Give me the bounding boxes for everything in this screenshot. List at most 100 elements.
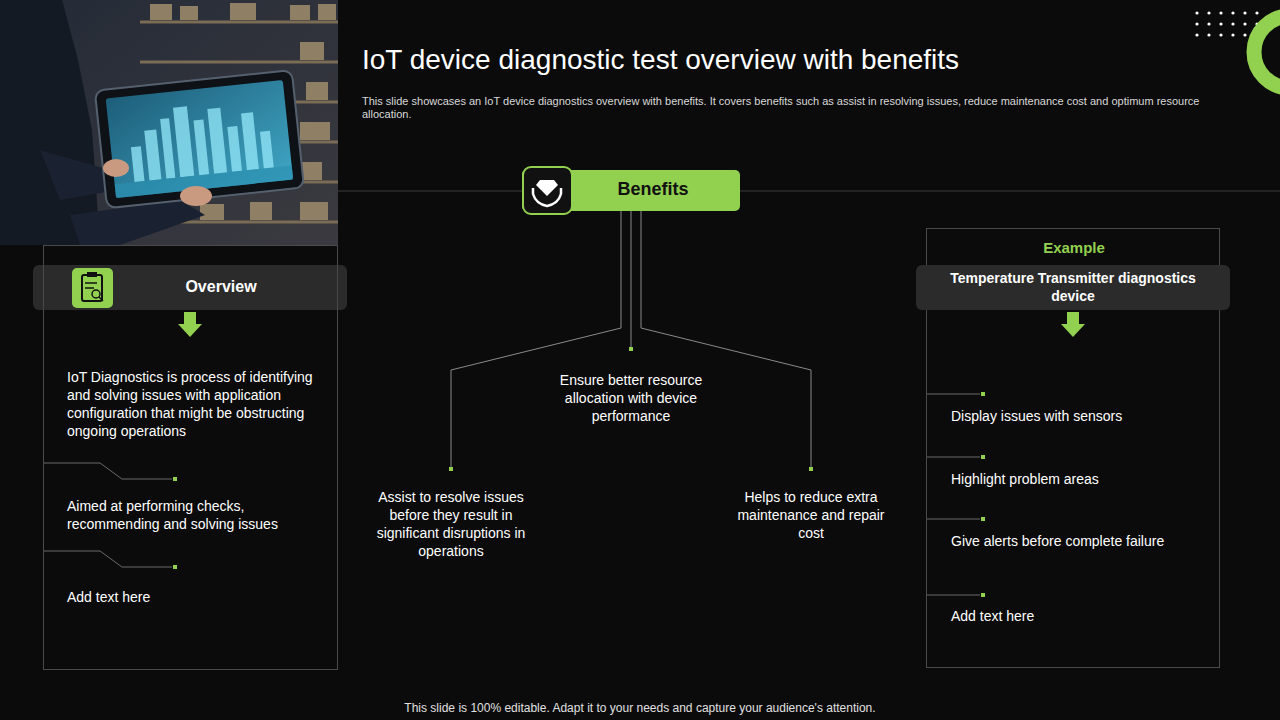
tablet xyxy=(106,80,293,198)
dot-grid xyxy=(1243,11,1246,14)
leader-dot xyxy=(173,477,177,481)
slide-description: This slide showcases an IoT device diagn… xyxy=(362,95,1242,121)
benefits-icon xyxy=(560,188,563,194)
dot-grid xyxy=(1195,33,1198,36)
shelf-boxes xyxy=(290,5,310,20)
heading-band: Overview xyxy=(33,265,347,310)
shelf-boxes xyxy=(300,42,324,60)
dot-grid xyxy=(1243,22,1246,25)
leader-dot xyxy=(981,455,985,459)
down-arrow xyxy=(1067,312,1079,324)
shelf-boxes xyxy=(150,4,172,20)
dot-grid xyxy=(1231,22,1234,25)
leader-line xyxy=(43,551,172,567)
leader-dot xyxy=(981,517,985,521)
connector-dot xyxy=(449,467,453,471)
shelf-boxes xyxy=(300,122,330,140)
tablet xyxy=(131,146,145,182)
photo-ground xyxy=(0,0,338,245)
hand xyxy=(180,186,212,206)
dot-grid xyxy=(1207,22,1210,25)
leader-line xyxy=(926,595,980,596)
panel-text: IoT Diagnostics is process of identifyin… xyxy=(67,368,325,440)
connector-line xyxy=(451,211,621,469)
shelves xyxy=(140,61,338,64)
divider-line xyxy=(338,191,1280,192)
shelf-boxes xyxy=(318,4,336,20)
panel-text: Add text here xyxy=(67,588,325,606)
shelf-boxes xyxy=(300,202,328,220)
overview-panel: IoT Diagnostics is process of identifyin… xyxy=(43,245,338,670)
leader-line xyxy=(926,519,980,520)
overview-icon xyxy=(85,287,94,289)
shelves xyxy=(140,21,338,24)
dot-grid xyxy=(1207,11,1210,14)
leader-line xyxy=(43,463,172,479)
tablet xyxy=(260,131,274,169)
leader-dot xyxy=(981,392,985,396)
shelf-boxes xyxy=(200,204,224,220)
dot-grid xyxy=(1219,11,1222,14)
person-arm xyxy=(70,200,205,245)
benefit-text: Helps to reduce extra maintenance and re… xyxy=(731,488,891,542)
hand xyxy=(103,159,129,177)
slide-title: IoT device diagnostic test overview with… xyxy=(362,42,1242,78)
leader-line xyxy=(926,457,980,458)
connector xyxy=(641,211,813,471)
benefit-item: Ensure better resource allocation with d… xyxy=(546,349,716,429)
panel-text: Highlight problem areas xyxy=(951,470,1213,488)
tablet xyxy=(160,118,175,179)
shelf-boxes xyxy=(306,82,328,100)
shelf-boxes xyxy=(180,6,198,20)
panel-heading: Example xyxy=(927,238,1221,257)
dot-grid xyxy=(1231,33,1234,36)
dot-grid xyxy=(1255,11,1258,14)
benefits-icon xyxy=(532,188,535,194)
overview-icon xyxy=(92,290,100,298)
benefits-icon xyxy=(523,167,572,214)
slide-footer: This slide is 100% editable. Adapt it to… xyxy=(240,701,1040,716)
shelf-boxes xyxy=(250,202,272,220)
heading-band: Temperature Transmitter diagnostics devi… xyxy=(916,265,1230,310)
tablet xyxy=(173,106,194,177)
down-arrow xyxy=(184,312,196,324)
warehouse-photo xyxy=(0,0,338,245)
dot-grid xyxy=(1195,11,1258,36)
connector-line xyxy=(641,211,811,469)
benefits-band: Benefits xyxy=(522,170,740,211)
connector-line xyxy=(631,211,632,349)
benefit-text: Assist to resolve issues before they res… xyxy=(366,488,536,560)
benefits-icon xyxy=(523,167,572,214)
tablet xyxy=(193,120,209,176)
band-heading: Benefits xyxy=(578,178,728,201)
tablet xyxy=(95,70,304,208)
tablet xyxy=(227,126,242,172)
down-arrow xyxy=(178,324,202,337)
overview-icon xyxy=(72,268,113,308)
benefits-icon xyxy=(533,194,561,206)
tablet xyxy=(144,130,161,181)
person-suit xyxy=(0,0,100,245)
leader-dot xyxy=(173,392,985,597)
leader-dot xyxy=(981,593,985,597)
overview-icon xyxy=(82,275,102,301)
connector-dot xyxy=(809,467,813,471)
panel-text: Aimed at performing checks, recommending… xyxy=(67,497,325,533)
leader-line xyxy=(926,394,980,395)
dot-grid xyxy=(1219,33,1222,36)
dot-grid xyxy=(1207,33,1210,36)
tablet xyxy=(95,70,304,208)
overview-icon xyxy=(87,272,97,277)
panel-text: Add text here xyxy=(951,607,1213,625)
dot-grid xyxy=(1243,33,1246,36)
tablet xyxy=(241,112,259,170)
down-arrow xyxy=(1061,324,1085,337)
band-heading: Temperature Transmitter diagnostics devi… xyxy=(946,269,1200,305)
benefit-item: Assist to resolve issues before they res… xyxy=(366,469,536,564)
leader-dot xyxy=(173,565,177,569)
band-heading: Overview xyxy=(151,277,291,297)
overview-icon xyxy=(99,297,103,301)
tablet xyxy=(207,108,227,174)
